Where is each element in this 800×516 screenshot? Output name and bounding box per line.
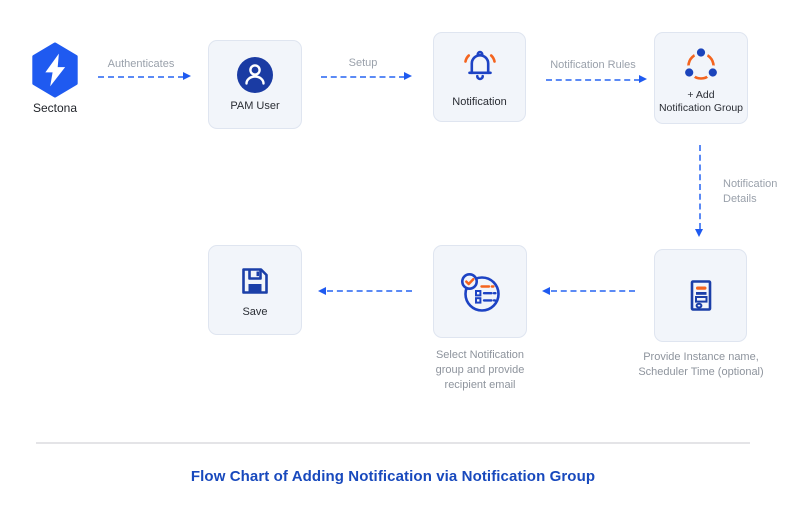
group-icon <box>682 44 720 80</box>
arrowhead-left-icon <box>542 287 550 295</box>
arrow-notification-rules-line <box>546 79 640 81</box>
arrow-notification-details-line <box>699 145 701 229</box>
save-floppy-icon <box>242 267 268 294</box>
arrow-label-line2: Details <box>723 193 757 205</box>
caption-line1: Provide Instance name, <box>643 351 759 363</box>
footer-title: Flow Chart of Adding Notification via No… <box>190 468 596 485</box>
arrow-provide-to-select-line <box>551 290 635 292</box>
node-add-notification-group: + Add Notification Group <box>654 32 748 124</box>
divider <box>36 442 750 444</box>
checklist-icon <box>461 272 500 312</box>
arrowhead-left-icon <box>318 287 326 295</box>
node-select-notification <box>433 245 527 338</box>
bell-icon <box>463 50 496 80</box>
user-icon <box>237 57 273 93</box>
caption-line1: Select Notification <box>435 349 525 361</box>
arrow-label-notification-rules: Notification Rules <box>550 59 636 71</box>
node-label: + Add Notification Group <box>659 89 743 115</box>
arrow-setup-line <box>321 76 405 78</box>
arrowhead-right-icon <box>639 75 647 83</box>
arrow-authenticates-line <box>98 76 184 78</box>
caption-select-notification: Select Notification group and provide re… <box>402 348 558 393</box>
arrow-select-to-save-line <box>327 290 412 292</box>
caption-line2: Scheduler Time (optional) <box>638 366 764 378</box>
caption-line2: group and provide <box>435 364 525 376</box>
node-label-line2: Notification Group <box>658 101 744 114</box>
arrow-label-setup: Setup <box>348 57 378 69</box>
node-save: Save <box>208 245 302 335</box>
node-pam-user: PAM User <box>208 40 302 129</box>
node-label-line1: + Add <box>687 88 715 101</box>
node-label: PAM User <box>230 100 280 112</box>
caption-line3: recipient email <box>444 379 516 391</box>
node-label: Save <box>242 305 268 318</box>
arrow-label-notification-details: Notification Details <box>723 177 793 207</box>
arrowhead-down-icon <box>695 229 703 237</box>
sectona-label: Sectona <box>32 101 78 115</box>
node-notification: Notification <box>433 32 526 122</box>
sectona-logo: Sectona <box>14 42 96 115</box>
arrow-label-line1: Notification <box>723 178 778 190</box>
arrow-label-authenticates: Authenticates <box>107 58 175 70</box>
arrowhead-right-icon <box>404 72 412 80</box>
node-label: Notification <box>452 95 507 108</box>
sectona-hexagon-bolt-icon <box>32 42 78 98</box>
arrowhead-right-icon <box>183 72 191 80</box>
caption-provide-instance: Provide Instance name, Scheduler Time (o… <box>608 350 794 380</box>
node-provide-instance <box>654 249 747 342</box>
document-icon <box>690 279 711 311</box>
